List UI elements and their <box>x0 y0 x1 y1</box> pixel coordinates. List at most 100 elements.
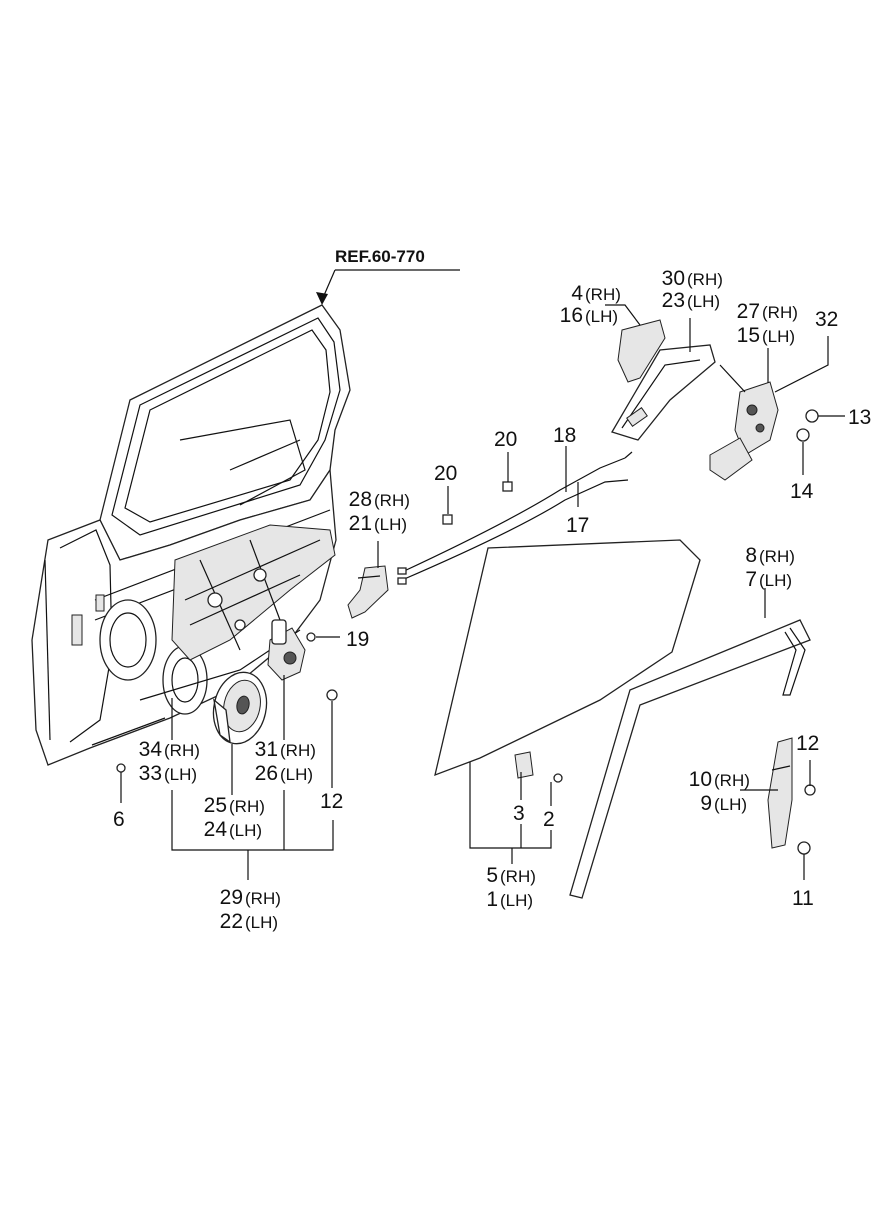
callout-number: 14 <box>790 480 814 503</box>
callout-number: 22 <box>220 910 243 933</box>
callout-suffix: (RH) <box>229 797 265 816</box>
callout-c22: 22(LH) <box>220 910 278 933</box>
callout-c16: 16(LH) <box>560 304 618 327</box>
callout-number: 21 <box>349 512 372 535</box>
door-glass <box>434 539 701 779</box>
inside-handle <box>347 565 389 619</box>
callout-suffix: (RH) <box>714 771 750 790</box>
speaker <box>212 671 268 745</box>
callout-number: 8 <box>745 544 757 567</box>
callout-c20b: 20 <box>494 428 517 451</box>
callout-number: 11 <box>792 887 814 910</box>
callout-c21: 21(LH) <box>349 512 407 535</box>
callout-number: 24 <box>204 818 228 841</box>
callout-suffix: (LH) <box>759 571 792 590</box>
callout-c33: 33(LH) <box>139 762 197 785</box>
callout-number: 33 <box>139 762 162 785</box>
callout-number: 9 <box>700 792 712 815</box>
callout-number: 1 <box>486 888 498 911</box>
callout-number: 18 <box>553 424 576 447</box>
callout-number: 15 <box>737 324 760 347</box>
reference-label: REF.60-770 <box>335 247 425 266</box>
callout-number: 17 <box>566 514 589 537</box>
callout-number: 13 <box>848 406 871 429</box>
callout-c25: 25(RH) <box>204 794 265 817</box>
callout-number: 20 <box>494 428 517 451</box>
callout-number: 16 <box>560 304 583 327</box>
callout-c30: 30(RH) <box>662 267 723 290</box>
callout-c6: 6 <box>113 808 125 831</box>
callout-number: 31 <box>255 738 278 761</box>
callout-c12a: 12 <box>320 790 343 813</box>
rear-channel <box>767 737 793 849</box>
callout-number: 29 <box>220 886 243 909</box>
callout-number: 28 <box>349 488 372 511</box>
callout-c15: 15(LH) <box>737 324 795 347</box>
callout-suffix: (LH) <box>714 795 747 814</box>
callout-number: 3 <box>513 802 525 825</box>
callout-labels: 4(RH)16(LH)30(RH)23(LH)27(RH)15(LH)32131… <box>113 267 871 933</box>
callout-number: 7 <box>745 568 757 591</box>
callout-suffix: (RH) <box>500 867 536 886</box>
callout-suffix: (RH) <box>280 741 316 760</box>
callout-c11: 11 <box>792 887 814 910</box>
callout-c23: 23(LH) <box>662 289 720 312</box>
callout-c31: 31(RH) <box>255 738 316 761</box>
callout-c14: 14 <box>790 480 814 503</box>
callout-c28: 28(RH) <box>349 488 410 511</box>
callout-suffix: (LH) <box>164 765 197 784</box>
callout-number: 26 <box>255 762 278 785</box>
leader-lines <box>120 269 845 880</box>
callout-suffix: (LH) <box>280 765 313 784</box>
callout-number: 10 <box>689 768 712 791</box>
callout-suffix: (RH) <box>164 741 200 760</box>
callout-suffix: (RH) <box>687 270 723 289</box>
callout-c5: 5(RH) <box>486 864 536 887</box>
callout-suffix: (LH) <box>374 515 407 534</box>
callout-suffix: (LH) <box>500 891 533 910</box>
callout-suffix: (RH) <box>759 547 795 566</box>
callout-suffix: (RH) <box>245 889 281 908</box>
callout-suffix: (LH) <box>687 292 720 311</box>
callout-number: 19 <box>346 628 369 651</box>
callout-c17: 17 <box>566 514 589 537</box>
callout-c29: 29(RH) <box>220 886 281 909</box>
callout-number: 2 <box>543 808 555 831</box>
callout-number: 32 <box>815 308 838 331</box>
callout-suffix: (RH) <box>585 285 621 304</box>
glass-run-channel <box>569 619 811 899</box>
door-latch <box>709 364 779 481</box>
door-cables <box>397 451 633 585</box>
callout-number: 27 <box>737 300 760 323</box>
callout-c4: 4(RH) <box>571 282 621 305</box>
outside-handle <box>611 319 716 441</box>
callout-number: 4 <box>571 282 583 305</box>
callout-number: 30 <box>662 267 685 290</box>
callout-c13: 13 <box>848 406 871 429</box>
callout-c1: 1(LH) <box>486 888 533 911</box>
callout-suffix: (LH) <box>762 327 795 346</box>
callout-c32: 32 <box>815 308 838 331</box>
callout-c3: 3 <box>513 802 525 825</box>
callout-c12b: 12 <box>796 732 819 755</box>
callout-c19: 19 <box>346 628 369 651</box>
callout-number: 12 <box>796 732 819 755</box>
callout-number: 5 <box>486 864 498 887</box>
callout-suffix: (RH) <box>762 303 798 322</box>
callout-c24: 24(LH) <box>204 818 262 841</box>
callout-number: 25 <box>204 794 227 817</box>
callout-c34: 34(RH) <box>139 738 200 761</box>
callout-c26: 26(LH) <box>255 762 313 785</box>
callout-c18: 18 <box>553 424 576 447</box>
callout-suffix: (LH) <box>585 307 618 326</box>
callout-number: 20 <box>434 462 457 485</box>
callout-number: 34 <box>139 738 163 761</box>
callout-c27: 27(RH) <box>737 300 798 323</box>
callout-suffix: (LH) <box>229 821 262 840</box>
callout-c9: 9(LH) <box>700 792 747 815</box>
window-regulator-illustration <box>171 524 336 661</box>
callout-c8: 8(RH) <box>745 544 795 567</box>
callout-number: 12 <box>320 790 343 813</box>
